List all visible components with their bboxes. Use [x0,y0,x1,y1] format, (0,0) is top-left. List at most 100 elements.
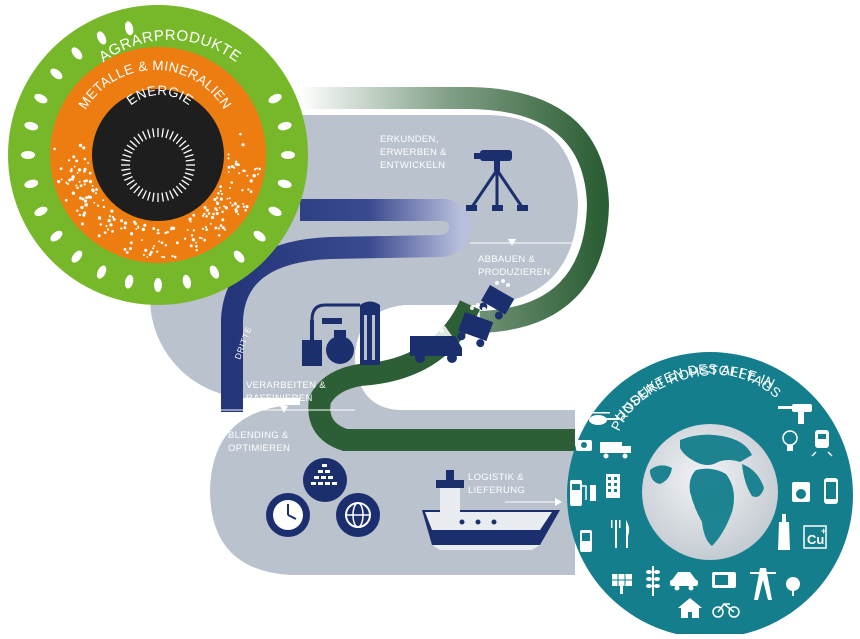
mineral-dot [256,167,259,170]
copper-plus: + [821,526,826,536]
mineral-dot [203,238,207,242]
svg-text:ENTWICKELN: ENTWICKELN [380,160,445,171]
energy-sun-decoration [121,128,195,202]
sun-tick [165,191,170,201]
mineral-dot [156,228,160,232]
mineral-dot [95,188,98,191]
mineral-dot [110,209,114,213]
mineral-dot [84,204,87,207]
mineral-dot [233,166,236,169]
mineral-dot [134,222,137,226]
mineral-dot [254,168,257,171]
mineral-dot [190,234,194,237]
mineral-dot [221,210,224,213]
step-blend-label: BLENDING & OPTIMIEREN [228,430,290,454]
mineral-dot [141,227,146,232]
leaf-mark [268,93,282,104]
mineral-dot [156,250,159,253]
copper-symbol: Cu [807,532,824,547]
sun-tick [169,190,174,199]
mineral-dot [120,219,124,223]
copper-element-icon [803,525,827,549]
leaf-mark [277,121,292,131]
mineral-dot [142,253,145,256]
delivery-arrowhead [555,498,562,506]
mineral-dot [242,169,245,172]
mineral-dot [123,247,127,251]
mineral-dot [78,180,81,183]
mineral-dot [141,239,143,242]
leaf-mark [96,265,107,279]
mineral-dot [223,205,226,208]
mining-trucks-icon [410,279,515,363]
mineral-dot [175,241,179,245]
mineral-dot [87,161,90,164]
mineral-dot [83,169,86,173]
car-icon [670,572,698,591]
mineral-dot [77,168,82,172]
mineral-dot [256,173,260,176]
mineral-dot [246,174,249,177]
tree-icon [786,577,800,596]
sun-tick [142,131,147,140]
mineral-dot [205,208,209,212]
mineral-dot [75,159,79,163]
sun-tick [181,179,190,186]
leaf-mark [34,93,48,104]
mineral-dot [207,212,211,215]
leaf-mark [50,68,63,80]
mineral-dot [241,143,245,147]
mineral-dot [109,223,113,227]
sun-tick [178,182,187,190]
camera-icon [576,440,592,451]
sun-tick [169,131,174,140]
mineral-dot [125,251,129,254]
separator-arrow-2 [280,406,288,413]
mineral-dot [152,247,155,250]
mineral-dot [59,167,63,170]
mineral-dot [70,167,73,170]
mineral-dot [214,226,218,230]
mineral-dot [75,184,78,187]
mineral-dot [158,240,161,243]
sun-tick [183,176,192,181]
sun-tick [121,168,131,171]
sun-tick [129,182,138,190]
mineral-dot [144,248,148,252]
mineral-dot [226,197,229,200]
mineral-dot [238,172,241,175]
mineral-dot [76,209,79,213]
mineral-dot [186,229,189,231]
leaf-ring-decoration [21,21,295,292]
mineral-dot [83,199,88,203]
mineral-dot [191,238,196,242]
mineral-dot [96,204,100,207]
mineral-dot [227,170,230,173]
mineral-dot [56,179,61,184]
mineral-dot [223,228,227,231]
mineral-dot [242,205,246,208]
mineral-dot [215,208,219,212]
blending-icons-group [266,458,380,537]
sun-tick [126,144,135,151]
train-icon [811,430,833,457]
sun-tick [161,192,164,202]
mineral-dot [252,174,256,178]
mineral-dot [233,202,237,206]
mineral-dot [94,192,97,195]
mineral-dot [213,197,217,201]
svg-text:ABBAUEN &: ABBAUEN & [478,254,535,265]
mineral-dot [102,199,105,202]
wheat-icon [646,566,660,596]
sun-tick [122,172,132,177]
mineral-dot [228,197,231,200]
mineral-dot [68,159,71,162]
sun-tick [133,185,141,194]
mineral-dot [111,230,114,233]
sun-tick [122,153,132,158]
svg-text:RAFFINIEREN: RAFFINIEREN [246,393,313,404]
mineral-dot [205,214,208,218]
mineral-dot [91,184,94,187]
mineral-dot [152,227,156,231]
mineral-dot [198,236,202,240]
